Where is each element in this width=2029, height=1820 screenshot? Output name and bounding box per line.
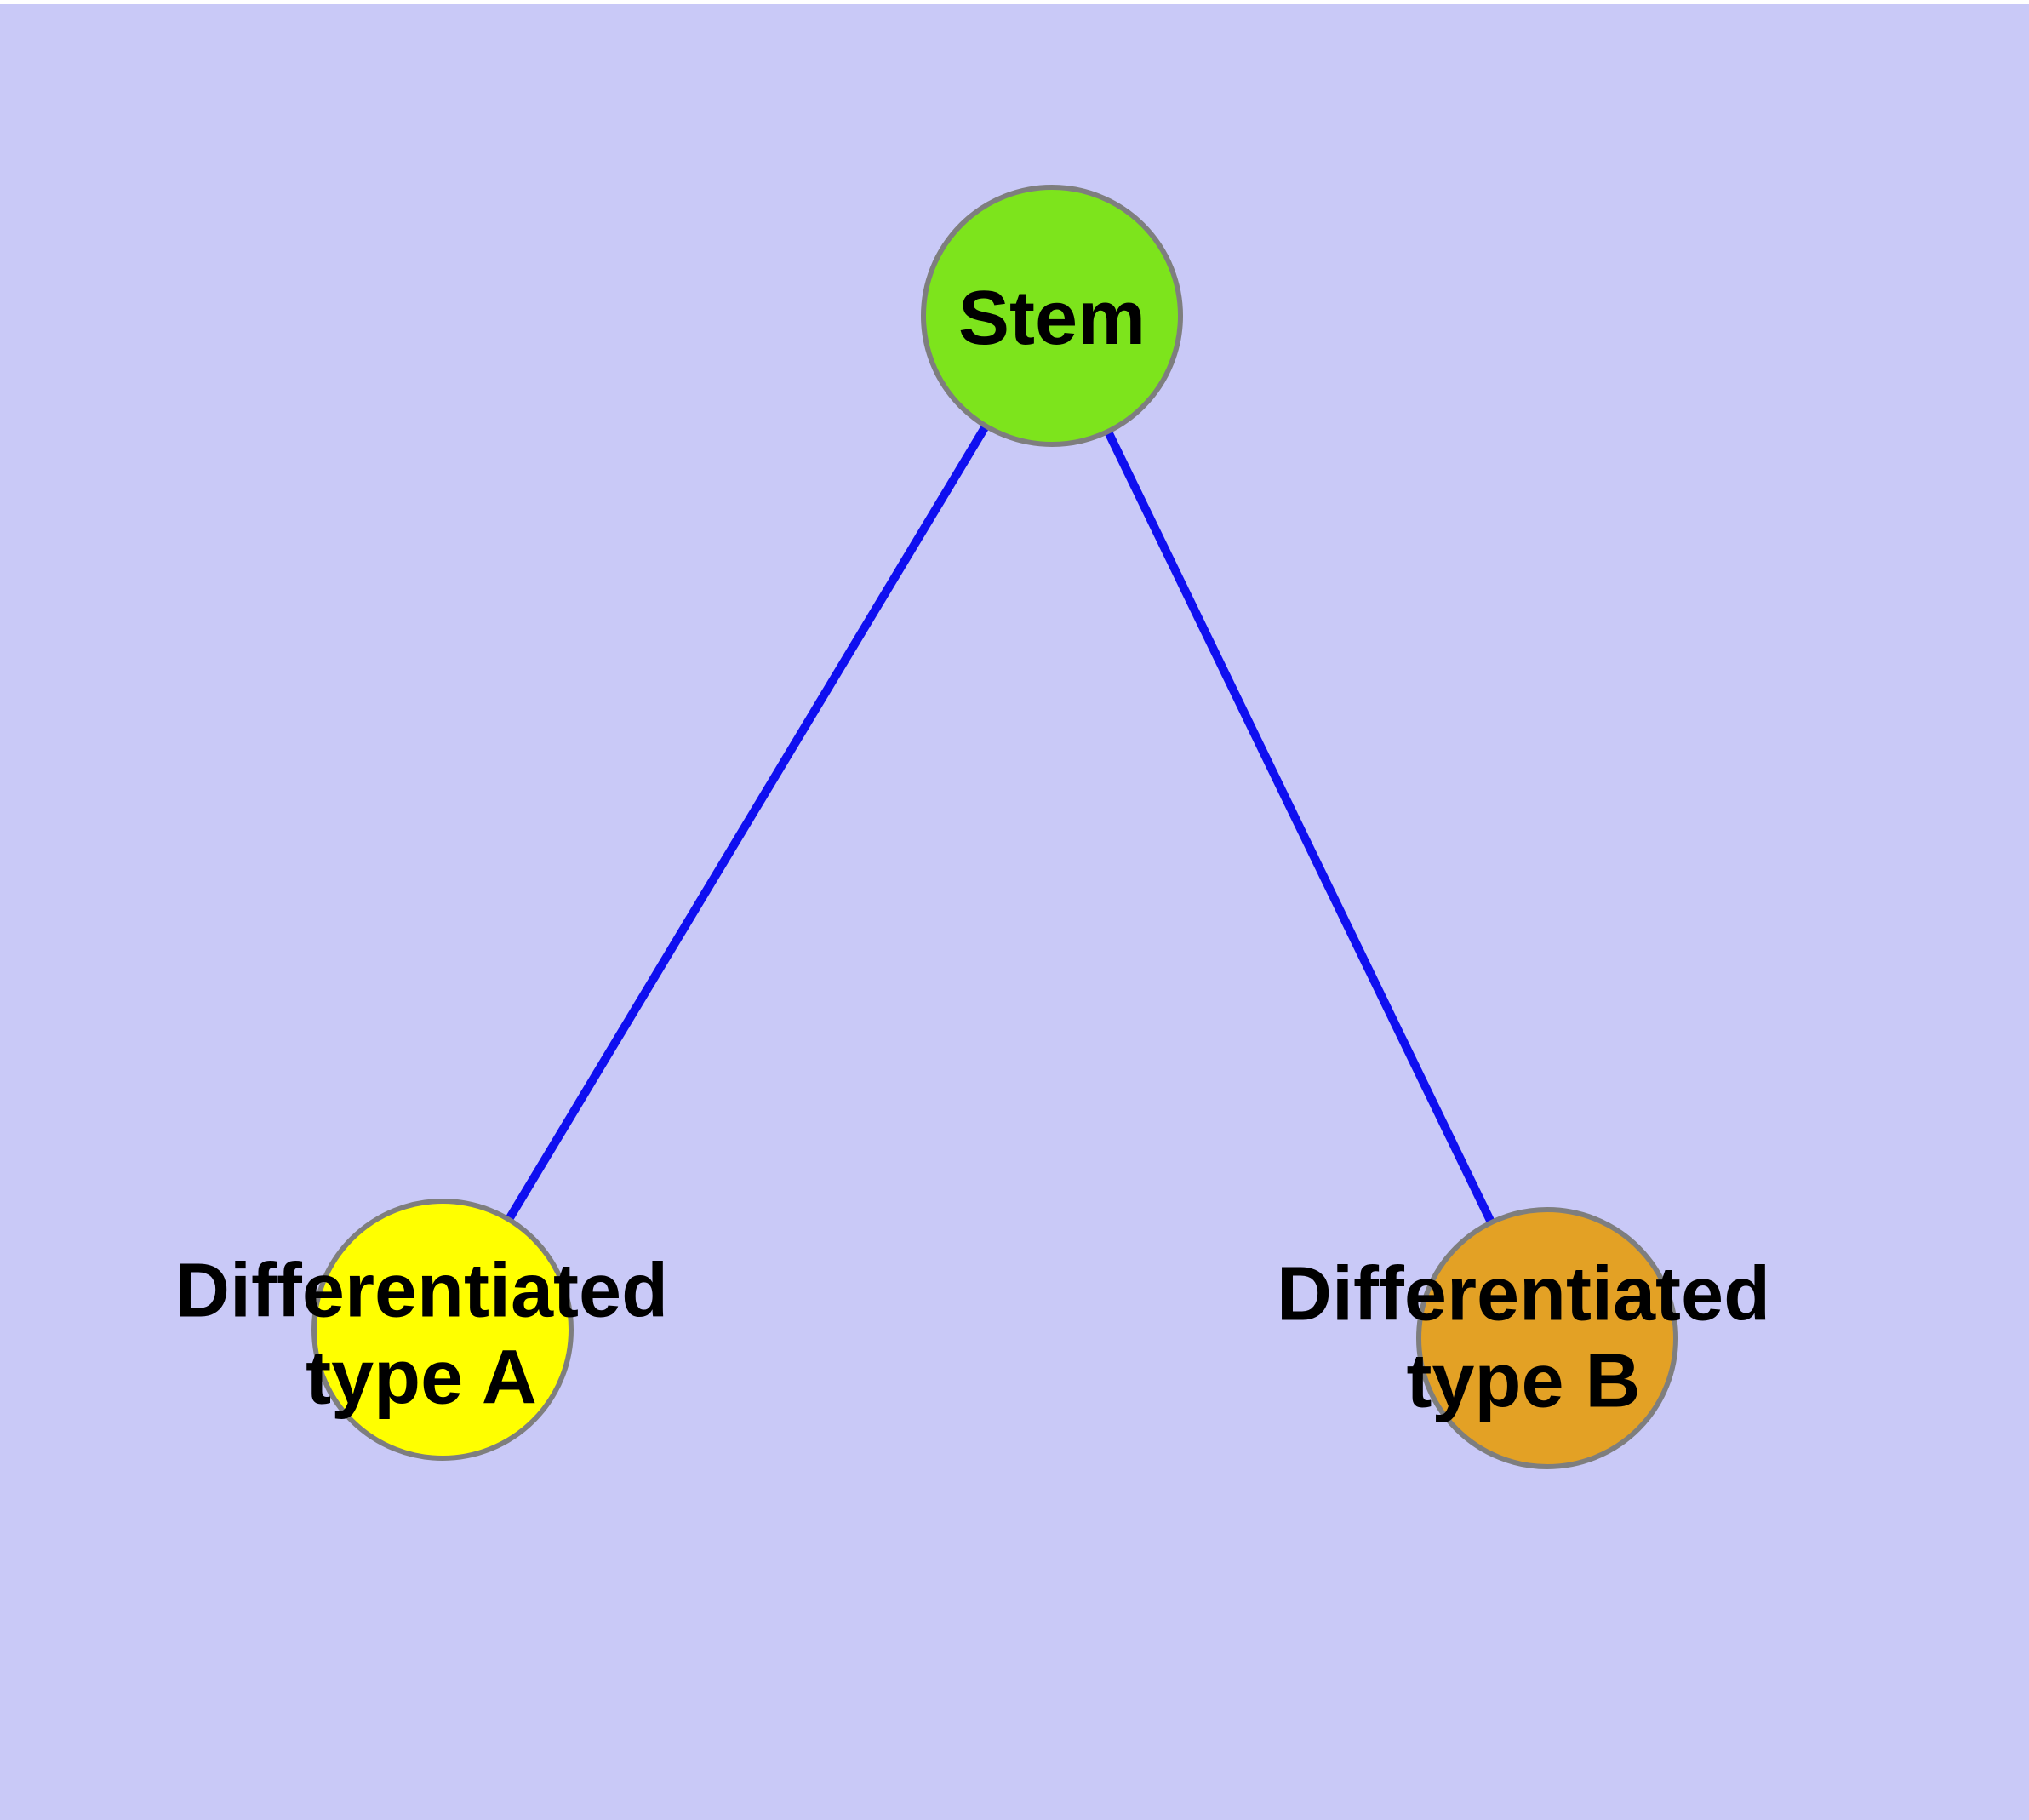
node-stem-circle (921, 185, 1183, 447)
edge-stem-to-type-a (438, 313, 1056, 1332)
node-type-b-circle (1416, 1207, 1678, 1469)
node-stem-label: Stem (958, 276, 1146, 363)
top-margin-strip (0, 0, 2029, 4)
node-type-a-label: Differentiated type A (174, 1248, 668, 1421)
edge-stem-to-type-b (1048, 313, 1552, 1341)
node-type-b-label: Differentiated type B (1277, 1251, 1770, 1424)
node-type-a-label-line1: Differentiated (174, 1248, 669, 1334)
node-type-b-label-line2: type B (1406, 1338, 1641, 1423)
node-type-b-label-line1: Differentiated (1276, 1251, 1771, 1337)
node-type-a-circle (311, 1199, 574, 1461)
node-type-a-label-line2: type A (306, 1335, 537, 1420)
node-stem-label-line: Stem (957, 276, 1146, 362)
